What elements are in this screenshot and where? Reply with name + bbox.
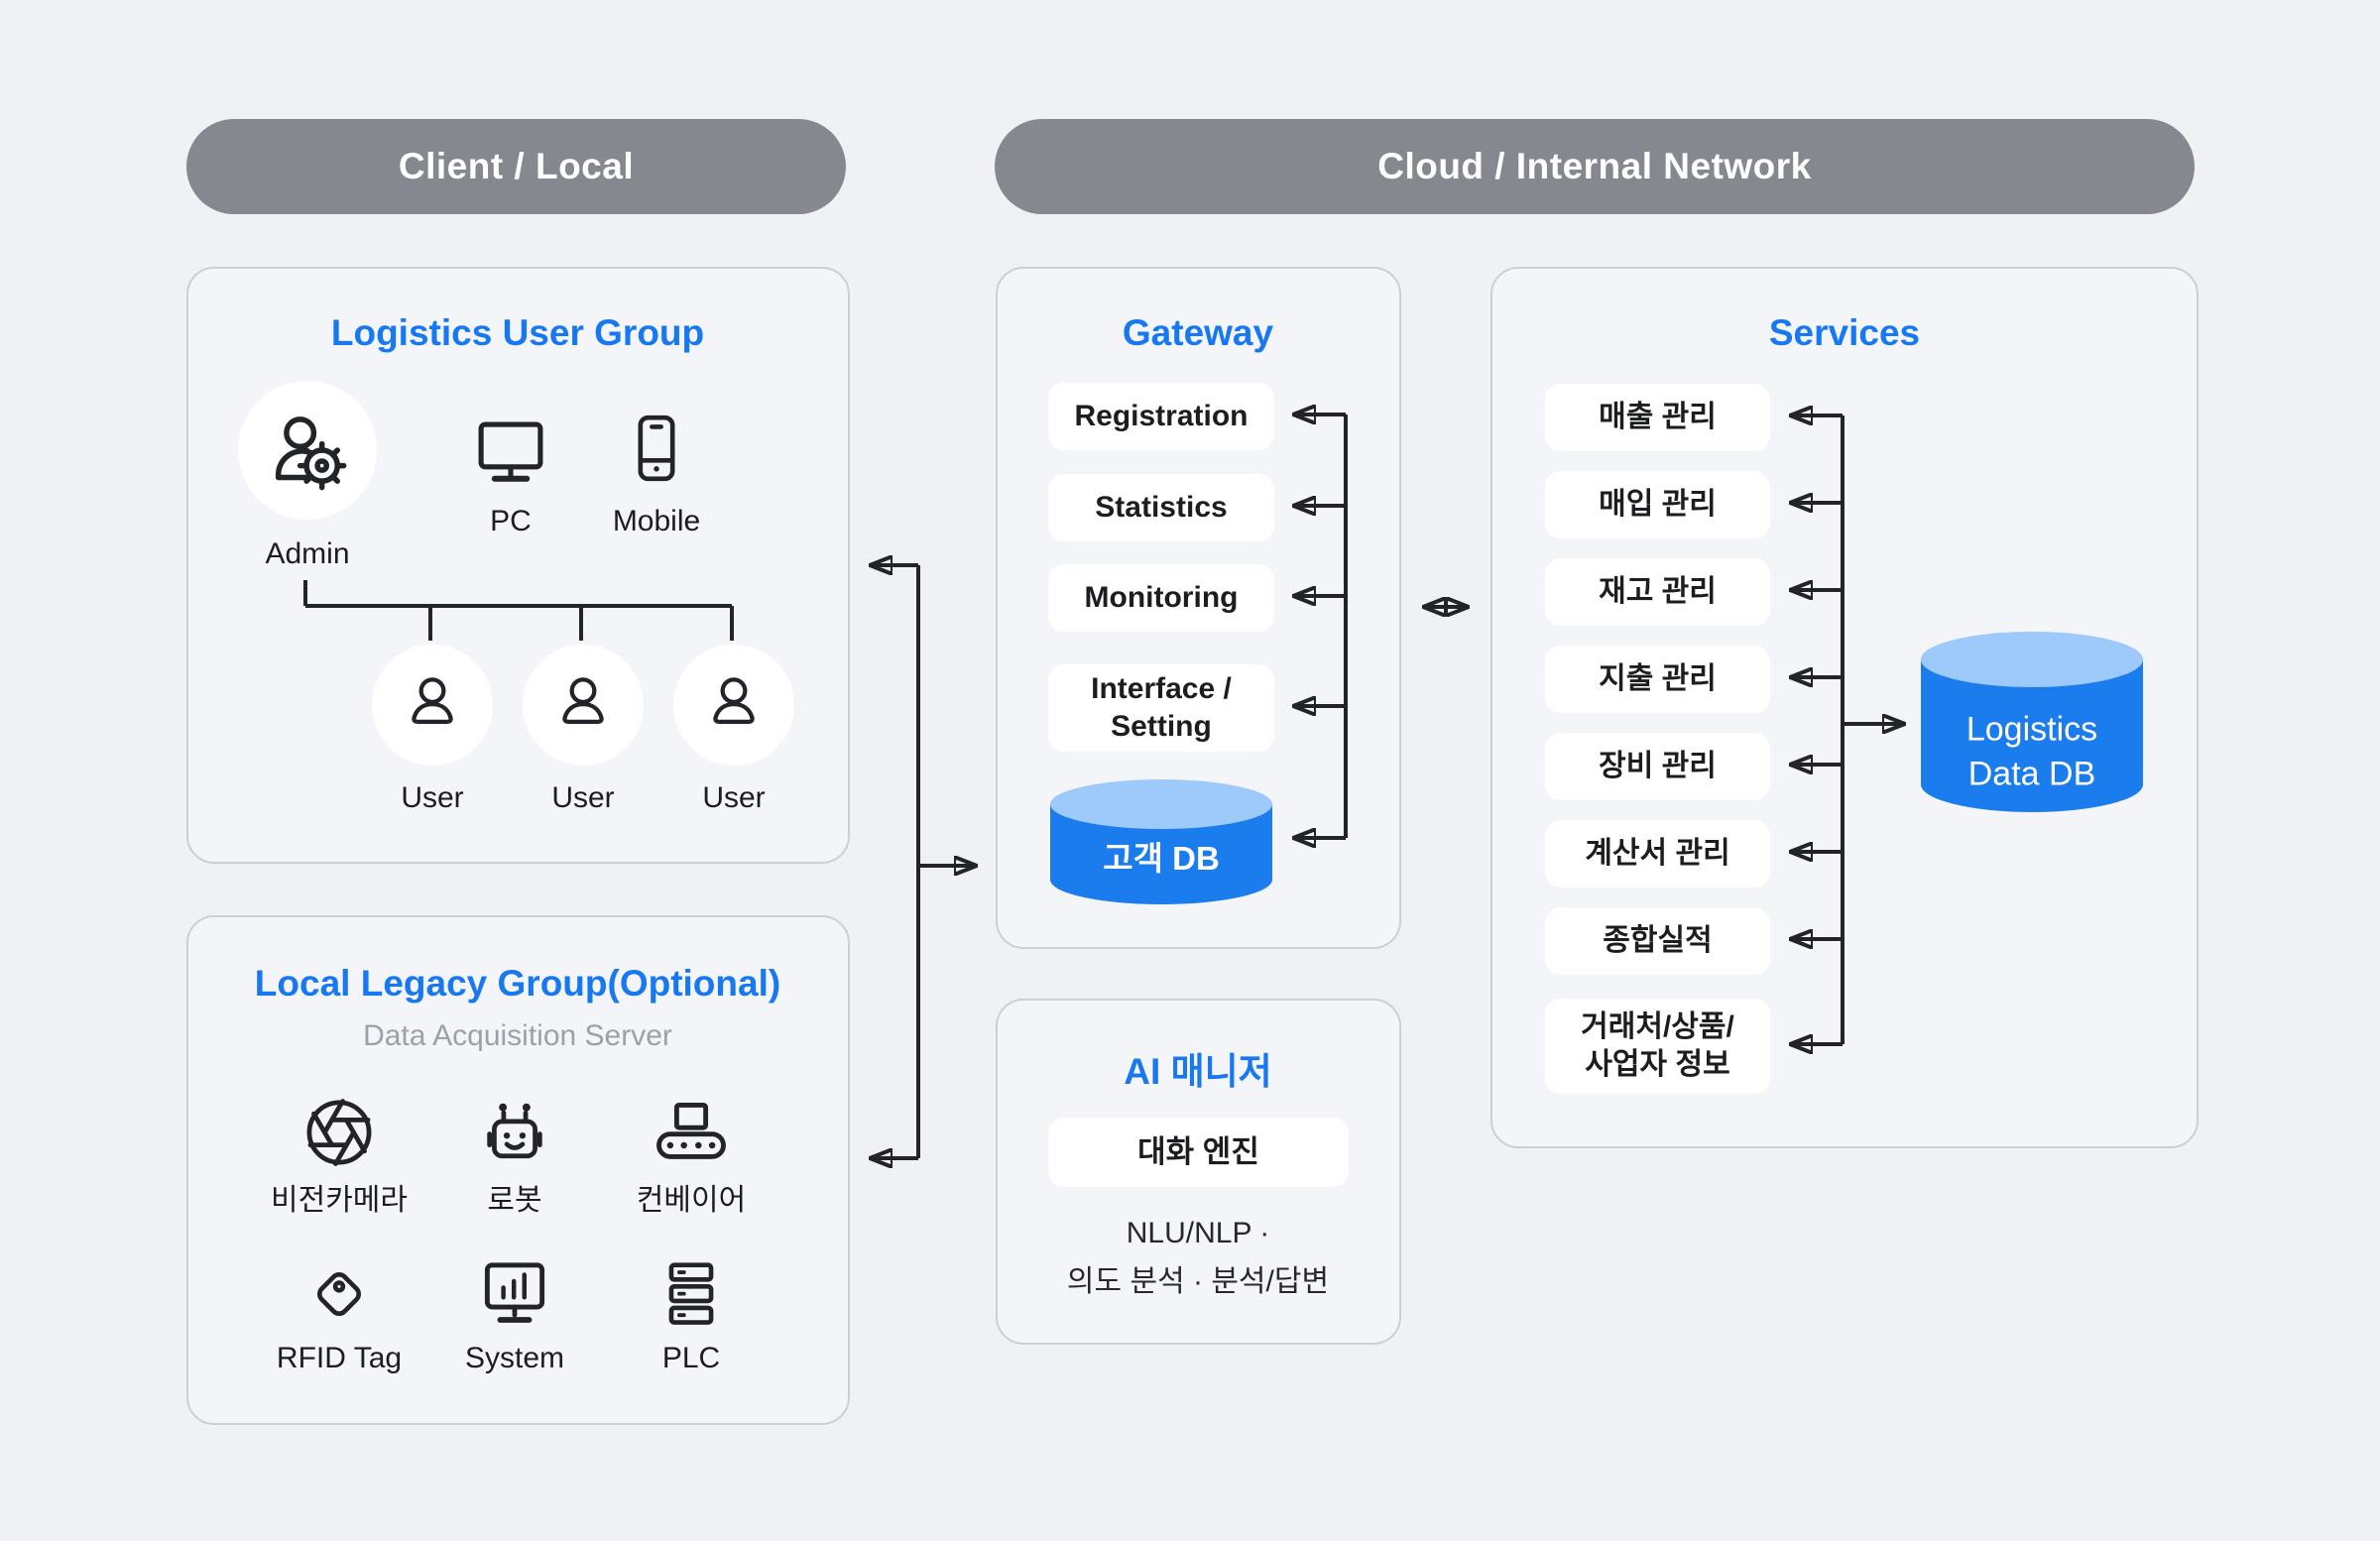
mobile-label: Mobile <box>612 505 701 537</box>
user-circle <box>673 645 794 766</box>
service-item-invoice: 계산서 관리 <box>1545 820 1770 888</box>
user-label: User <box>551 781 615 814</box>
header-cloud-label: Cloud / Internal Network <box>1377 146 1812 186</box>
user-icon <box>549 668 617 736</box>
admin-circle <box>238 381 377 520</box>
rfid-tag-icon <box>302 1257 376 1331</box>
pc-label: PC <box>490 505 532 537</box>
logistics-db-label-line-2: Data DB <box>1967 755 2096 793</box>
logistics-user-group-panel: Logistics User Group Admin <box>186 267 850 864</box>
service-item-overall-performance: 종합실적 <box>1545 907 1770 975</box>
conveyor-icon <box>653 1094 730 1171</box>
header-client-local: Client / Local <box>186 119 846 214</box>
system-label: System <box>464 1342 565 1374</box>
user-circle <box>523 645 644 766</box>
gateway-panel: Gateway Registration Statistics Monitori… <box>996 267 1401 949</box>
customer-db-cylinder <box>1048 777 1274 913</box>
local-legacy-group-subtitle: Data Acquisition Server <box>363 1019 672 1052</box>
ai-description-line-2: 의도 분석 · 분석/답변 <box>1066 1265 1330 1298</box>
gateway-item-registration: Registration <box>1048 383 1274 450</box>
service-item-inventory: 재고 관리 <box>1545 558 1770 626</box>
logistics-data-db-cylinder <box>1919 630 2145 819</box>
plc-icon <box>654 1257 728 1331</box>
ai-description-line-1: NLU/NLP · <box>1126 1217 1270 1249</box>
user-label: User <box>702 781 766 814</box>
customer-db-label: 고객 DB <box>1103 840 1220 877</box>
service-item-client-product-business-info: 거래처/상품/ 사업자 정보 <box>1545 999 1770 1094</box>
system-monitor-icon <box>476 1255 553 1333</box>
gateway-item-statistics: Statistics <box>1048 474 1274 541</box>
header-cloud-internal-network: Cloud / Internal Network <box>995 119 2195 214</box>
services-panel: Services 매출 관리 매입 관리 재고 관리 지출 관리 장비 관리 계… <box>1490 267 2199 1148</box>
mobile-icon <box>620 412 693 485</box>
ai-manager-title: AI 매니저 <box>1124 1051 1272 1092</box>
plc-label: PLC <box>661 1342 721 1374</box>
logistics-db-label-line-1: Logistics <box>1965 710 2098 749</box>
admin-gear-icon <box>264 407 351 494</box>
service-item-expenditure: 지출 관리 <box>1545 646 1770 713</box>
conversation-engine-pill: 대화 엔진 <box>1048 1118 1349 1187</box>
ai-manager-panel: AI 매니저 대화 엔진 NLU/NLP · 의도 분석 · 분석/답변 <box>996 999 1401 1345</box>
admin-label: Admin <box>265 537 350 570</box>
vision-camera-label: 비전카메라 <box>271 1184 408 1217</box>
gateway-item-monitoring: Monitoring <box>1048 564 1274 632</box>
user-icon <box>700 668 768 736</box>
services-title: Services <box>1768 312 1921 353</box>
conveyor-label: 컨베이어 <box>636 1184 747 1217</box>
service-item-sales: 매출 관리 <box>1545 384 1770 451</box>
service-item-purchase: 매입 관리 <box>1545 471 1770 538</box>
pc-icon <box>470 408 551 489</box>
local-legacy-group-panel: Local Legacy Group(Optional) Data Acquis… <box>186 915 850 1425</box>
user-label: User <box>401 781 464 814</box>
user-circle <box>372 645 493 766</box>
logistics-user-group-title: Logistics User Group <box>330 312 705 353</box>
local-legacy-group-title: Local Legacy Group(Optional) <box>254 963 781 1004</box>
header-client-local-label: Client / Local <box>398 146 635 186</box>
robot-label: 로봇 <box>487 1184 542 1217</box>
robot-icon <box>477 1095 552 1170</box>
gateway-title: Gateway <box>1122 312 1274 353</box>
user-icon <box>399 668 466 736</box>
client-gateway-connector <box>871 565 976 1158</box>
rfid-tag-label: RFID Tag <box>276 1342 403 1374</box>
vision-camera-icon <box>301 1095 377 1170</box>
service-item-equipment: 장비 관리 <box>1545 733 1770 800</box>
gateway-item-interface-setting: Interface / Setting <box>1048 664 1274 752</box>
